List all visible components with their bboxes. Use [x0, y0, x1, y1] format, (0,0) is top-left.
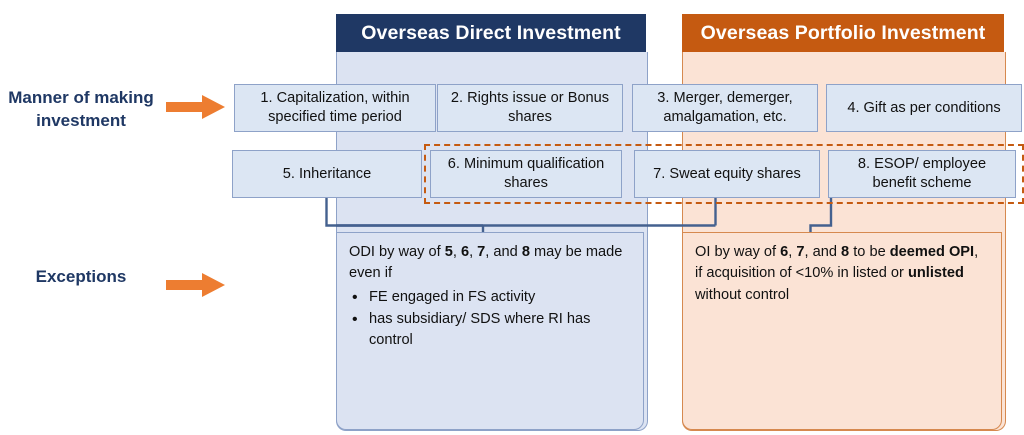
manner-box-4[interactable]: 4. Gift as per conditions	[826, 84, 1022, 132]
opi-text-3: , and	[804, 244, 842, 260]
list-item: FE engaged in FS activity	[349, 286, 631, 310]
manner-box-1[interactable]: 1. Capitalization, within specified time…	[234, 84, 436, 132]
highlight-group-678	[424, 144, 1024, 204]
exceptions-box-odi: ODI by way of 5, 6, 7, and 8 may be made…	[336, 232, 644, 430]
list-item: has subsidiary/ SDS where RI has control	[349, 308, 631, 352]
odi-ref-7: 7	[477, 244, 486, 260]
exceptions-block-arrow-icon	[166, 272, 226, 303]
opi-text-5: , if acquisition of <10% in listed or	[695, 244, 979, 282]
exceptions-opi-text: OI by way of 6, 7, and 8 to be deemed OP…	[695, 242, 989, 306]
manner-box-3[interactable]: 3. Merger, demerger, amalgamation, etc.	[632, 84, 818, 132]
manner-box-5[interactable]: 5. Inheritance	[232, 150, 422, 198]
manner-box-6[interactable]: 6. Minimum qualification shares	[430, 150, 622, 198]
opi-text-1: OI by way of	[695, 244, 781, 260]
exceptions-odi-bullets: FE engaged in FS activity has subsidiary…	[349, 286, 631, 352]
odi-intro-text-1: ODI by way of	[349, 244, 445, 260]
opi-ref-6: 6	[780, 244, 789, 260]
odi-intro-text-3: ,	[469, 244, 478, 260]
manner-box-2[interactable]: 2. Rights issue or Bonus shares	[437, 84, 623, 132]
manner-box-7[interactable]: 7. Sweat equity shares	[634, 150, 820, 198]
opi-column-header: Overseas Portfolio Investment	[682, 14, 1004, 52]
exceptions-odi-intro: ODI by way of 5, 6, 7, and 8 may be made…	[349, 242, 631, 285]
odi-intro-text-4: , and	[485, 244, 522, 260]
odi-intro-text-5: may be made even if	[349, 244, 623, 282]
opi-text-2: ,	[788, 244, 797, 260]
row-label-manner: Manner of making investment	[8, 88, 154, 131]
manner-block-arrow-icon	[166, 94, 226, 125]
exceptions-box-opi: OI by way of 6, 7, and 8 to be deemed OP…	[682, 232, 1002, 430]
opi-text-4: to be	[849, 244, 890, 260]
opi-unlisted: unlisted	[907, 265, 964, 282]
odi-ref-8: 8	[521, 244, 530, 260]
odi-intro-text-2: ,	[452, 244, 461, 260]
odi-ref-5: 5	[444, 244, 453, 260]
opi-text-6: without control	[695, 286, 790, 303]
odi-column-header: Overseas Direct Investment	[336, 14, 646, 52]
row-label-exceptions: Exceptions	[35, 267, 127, 286]
manner-box-8[interactable]: 8. ESOP/ employee benefit scheme	[828, 150, 1016, 198]
opi-deemed-opi: deemed OPI	[889, 244, 975, 260]
odi-ref-6: 6	[460, 244, 470, 260]
opi-ref-8: 8	[841, 244, 850, 260]
opi-ref-7: 7	[796, 244, 805, 260]
